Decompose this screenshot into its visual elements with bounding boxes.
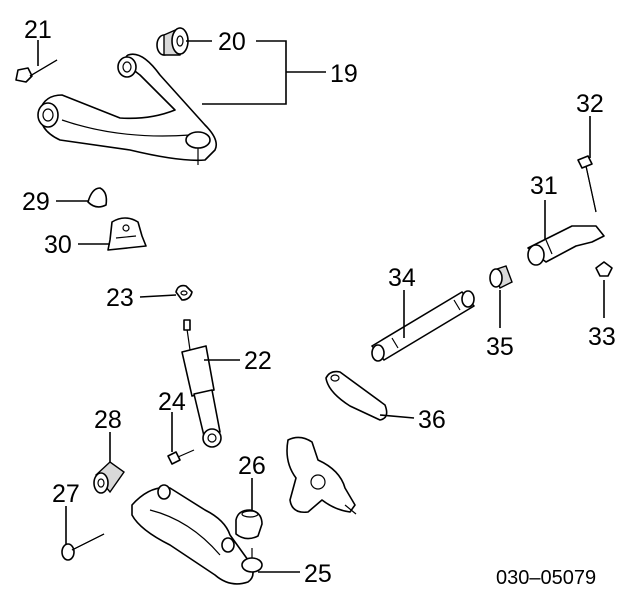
part-22-shock-absorber — [181, 319, 222, 448]
part-27-bolt — [61, 533, 105, 561]
callout-21: 21 — [24, 16, 52, 44]
part-28-bushing — [93, 461, 125, 494]
steering-knuckle — [286, 436, 357, 515]
callout-35: 35 — [486, 333, 514, 361]
part-19-upper-arm — [37, 53, 218, 165]
callout-26: 26 — [238, 452, 266, 480]
callout-31: 31 — [530, 172, 558, 200]
callout-22: 22 — [244, 347, 272, 375]
lower-control-arm — [131, 484, 254, 585]
part-35-bushing — [489, 265, 513, 289]
part-21-bolt — [15, 59, 58, 83]
callout-23: 23 — [106, 284, 134, 312]
callout-30: 30 — [44, 231, 72, 259]
diagram-code: 030–05079 — [496, 567, 596, 589]
part-24-bolt — [167, 449, 195, 465]
part-31-bracket — [527, 225, 605, 266]
part-20-bushing — [156, 27, 189, 56]
callout-28: 28 — [94, 406, 122, 434]
callout-labels: 21 20 19 29 30 23 22 24 28 27 26 25 36 3… — [22, 16, 616, 588]
part-36-idler-arm — [325, 370, 388, 421]
part-26-bumper — [235, 509, 263, 540]
callout-19: 19 — [330, 60, 358, 88]
part-29-cap — [87, 187, 108, 208]
callout-27: 27 — [52, 480, 80, 508]
callout-20: 20 — [218, 28, 246, 56]
leader-lines — [37, 40, 605, 573]
callout-34: 34 — [388, 264, 416, 292]
callout-36: 36 — [418, 406, 446, 434]
callout-29: 29 — [22, 188, 50, 216]
callout-32: 32 — [576, 90, 604, 118]
part-23-nut — [175, 284, 193, 301]
callout-25: 25 — [304, 560, 332, 588]
part-30-bumper — [107, 217, 147, 251]
part-34-tie-rod — [371, 290, 475, 362]
part-33-nut — [595, 261, 613, 277]
part-25-ball-joint — [241, 548, 263, 573]
part-32-bolt — [577, 155, 597, 213]
callout-33: 33 — [588, 323, 616, 351]
callout-24: 24 — [158, 388, 186, 416]
